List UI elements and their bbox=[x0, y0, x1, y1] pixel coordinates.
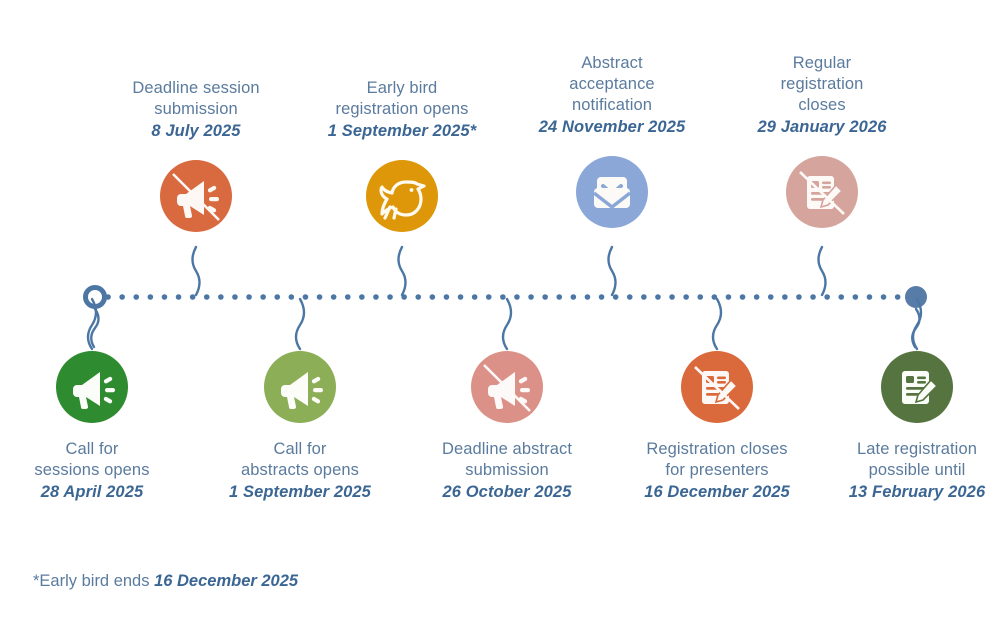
milestone-labels: Deadline abstract submission 26 October … bbox=[402, 439, 612, 503]
milestone-label: Abstract acceptance notification bbox=[569, 54, 655, 115]
milestone-label: Call for sessions opens bbox=[34, 440, 150, 480]
milestone-date: 13 February 2026 bbox=[848, 483, 986, 502]
milestone-call-for-sessions-opens[interactable]: Call for sessions opens 28 April 2025 bbox=[0, 351, 197, 503]
milestone-labels: Registration closes for presenters 16 De… bbox=[612, 439, 822, 503]
milestone-label: Late registration possible until bbox=[856, 440, 978, 480]
milestone-deadline-abstract-submission[interactable]: Deadline abstract submission 26 October … bbox=[402, 351, 612, 503]
milestone-label: Deadline abstract submission bbox=[441, 440, 573, 480]
milestone-label: Regular registration closes bbox=[780, 54, 864, 115]
milestone-date: 16 December 2025 bbox=[644, 483, 790, 502]
form-pencil-icon[interactable] bbox=[881, 351, 953, 423]
milestone-date: 28 April 2025 bbox=[40, 483, 144, 502]
megaphone-icon[interactable] bbox=[264, 351, 336, 423]
envelope-check-icon[interactable] bbox=[576, 156, 648, 229]
footnote: *Early bird ends 16 December 2025 bbox=[33, 572, 298, 591]
milestone-label: Early bird registration opens bbox=[335, 79, 469, 119]
milestone-date: 1 September 2025 bbox=[229, 483, 371, 502]
connector-strings-top bbox=[191, 245, 827, 297]
footnote-prefix: *Early bird ends bbox=[33, 572, 155, 590]
megaphone-slashed-icon[interactable] bbox=[471, 351, 543, 423]
milestone-early-bird-registration-opens[interactable]: Early bird registration opens 1 Septembe… bbox=[297, 78, 507, 233]
milestone-deadline-session-submission[interactable]: Deadline session submission 8 July 2025 bbox=[91, 78, 301, 233]
milestone-date: 26 October 2025 bbox=[442, 483, 572, 502]
milestone-date: 29 January 2026 bbox=[757, 118, 887, 137]
milestone-registration-closes-for-presenters[interactable]: Registration closes for presenters 16 De… bbox=[612, 351, 822, 503]
form-pencil-slashed-icon[interactable] bbox=[786, 156, 858, 229]
milestone-late-registration-possible-until[interactable]: Late registration possible until 13 Febr… bbox=[812, 351, 1000, 503]
milestone-date: 1 September 2025* bbox=[327, 122, 477, 141]
milestone-labels: Abstract acceptance notification 24 Nove… bbox=[507, 53, 717, 138]
bird-icon[interactable] bbox=[366, 160, 438, 233]
milestone-labels: Regular registration closes 29 January 2… bbox=[717, 53, 927, 138]
axis-end-string bbox=[911, 307, 921, 349]
connector-strings-bottom bbox=[86, 297, 923, 351]
milestone-labels: Call for abstracts opens 1 September 202… bbox=[195, 439, 405, 503]
form-pencil-slashed-icon[interactable] bbox=[681, 351, 753, 423]
megaphone-icon[interactable] bbox=[56, 351, 128, 423]
milestone-labels: Early bird registration opens 1 Septembe… bbox=[297, 78, 507, 142]
milestone-labels: Late registration possible until 13 Febr… bbox=[812, 439, 1000, 503]
axis-end-dot bbox=[905, 286, 927, 308]
milestone-label: Deadline session submission bbox=[132, 79, 260, 119]
milestone-label: Registration closes for presenters bbox=[646, 440, 788, 480]
milestone-abstract-acceptance-notification[interactable]: Abstract acceptance notification 24 Nove… bbox=[507, 53, 717, 229]
milestone-date: 8 July 2025 bbox=[151, 122, 241, 141]
milestone-labels: Deadline session submission 8 July 2025 bbox=[91, 78, 301, 142]
axis-start-ring bbox=[83, 285, 107, 309]
milestone-label: Call for abstracts opens bbox=[241, 440, 359, 480]
milestone-date: 24 November 2025 bbox=[538, 118, 686, 137]
milestone-regular-registration-closes[interactable]: Regular registration closes 29 January 2… bbox=[717, 53, 927, 229]
megaphone-slashed-icon[interactable] bbox=[160, 160, 232, 233]
axis-start-string bbox=[90, 307, 100, 349]
milestone-call-for-abstracts-opens[interactable]: Call for abstracts opens 1 September 202… bbox=[195, 351, 405, 503]
footnote-date: 16 December 2025 bbox=[154, 572, 299, 590]
milestone-labels: Call for sessions opens 28 April 2025 bbox=[0, 439, 197, 503]
